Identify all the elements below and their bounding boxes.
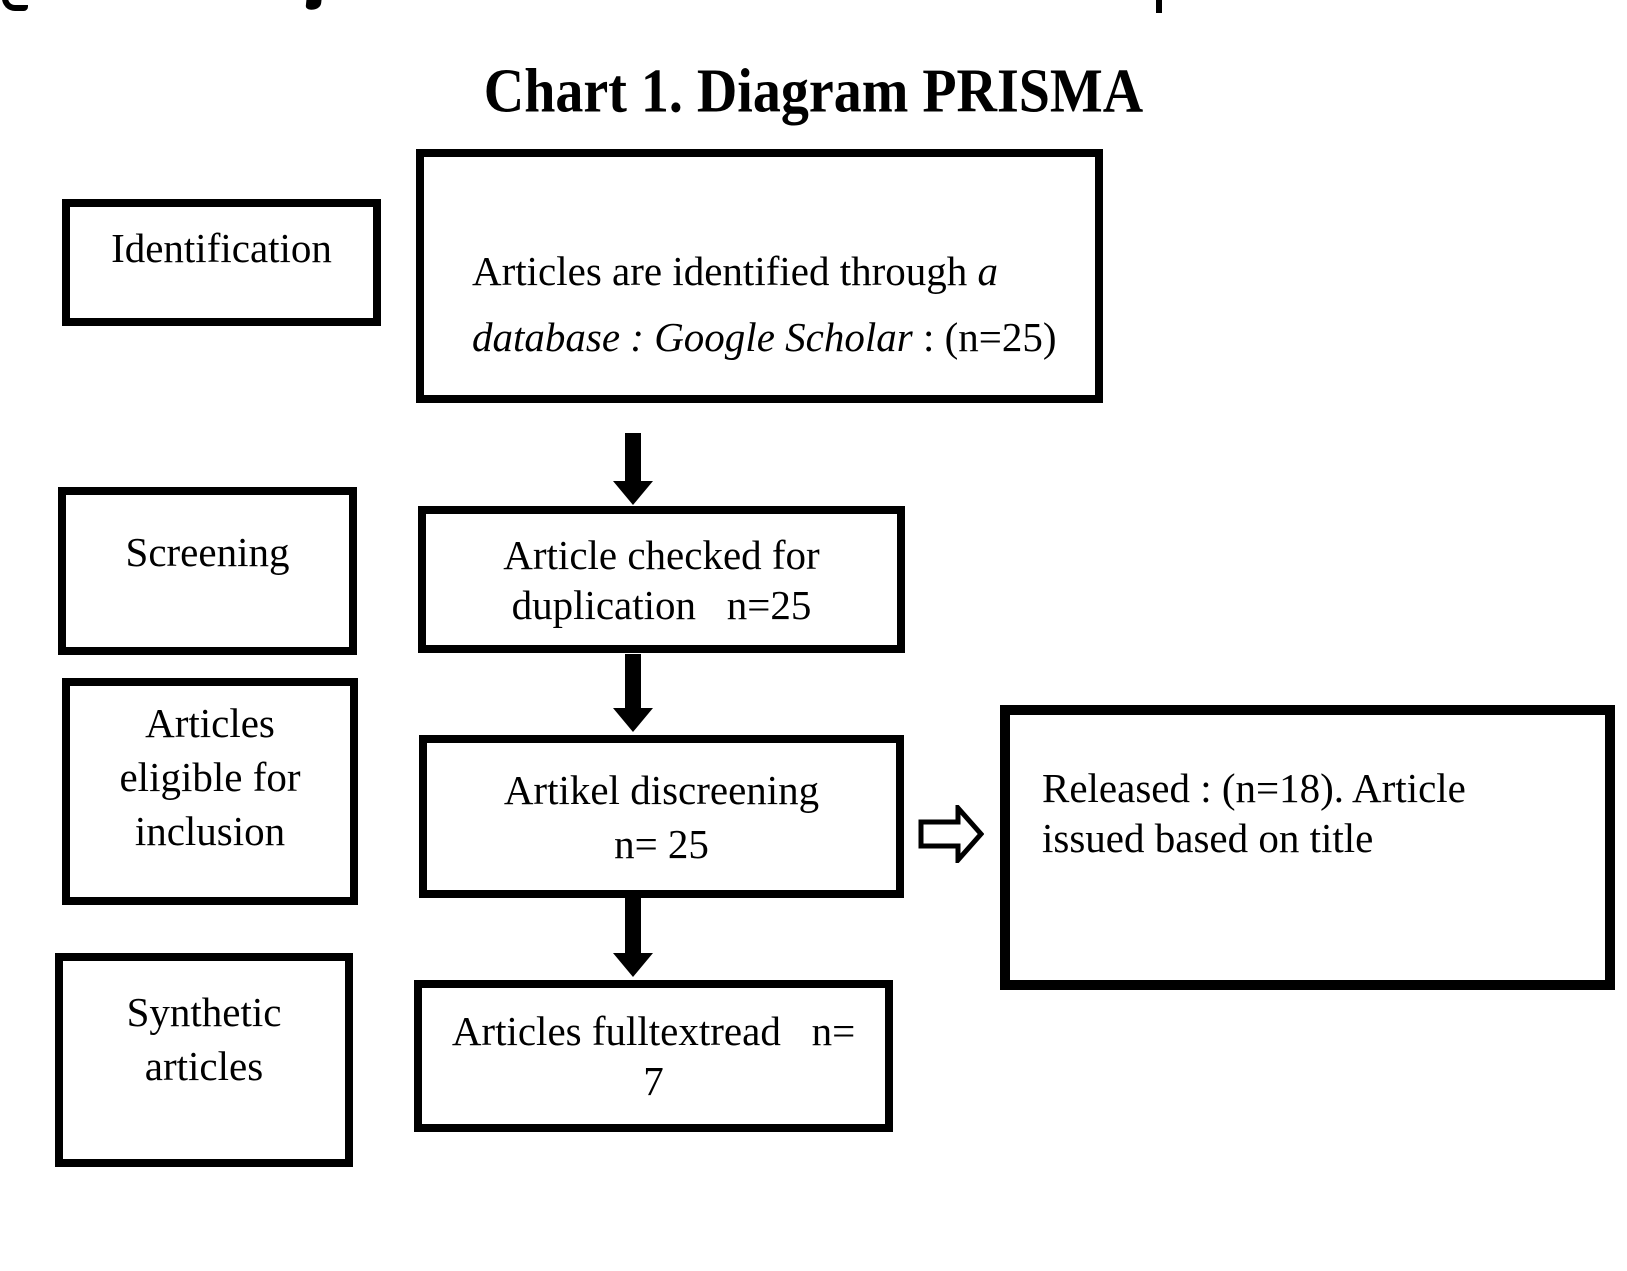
stage-box-synthesis: Synthetic articles [55, 953, 353, 1167]
down-arrow-icon [612, 654, 654, 732]
stage-label: Screening [125, 529, 290, 575]
cropped-text-fragment [1156, 0, 1162, 13]
diagram-title: Chart 1. Diagram PRISMA [483, 56, 1144, 127]
text-regular: Articles are identified through [472, 248, 978, 294]
text-italic: a [977, 248, 999, 294]
flow-box-text-line: Articles are identified through a [472, 239, 1065, 305]
flow-box-article-screening: Artikel discreening n= 25 [419, 735, 904, 898]
cropped-text-fragment [305, 0, 322, 11]
flow-box-text-line: Article checked for [503, 531, 820, 578]
flow-box-text: Released : (n=18). Article issued based … [1042, 765, 1477, 861]
text-regular: : (n=25) [912, 313, 1057, 360]
right-arrow-outline-icon [918, 805, 984, 863]
stage-label: Synthetic articles [126, 989, 292, 1090]
stage-label: Articles eligible for inclusion [119, 700, 311, 855]
flow-box-text-line: 7 [643, 1058, 664, 1104]
cropped-text-fragment [2, 0, 28, 11]
text-italic: database : Google Scholar [472, 313, 913, 360]
flow-box-text-line: Articles fulltextread n= [451, 1008, 856, 1054]
down-arrow-icon [612, 897, 654, 977]
flow-box-fulltext-read: Articles fulltextread n= 7 [414, 980, 893, 1132]
flow-box-articles-identified: Articles are identified through a databa… [416, 149, 1103, 403]
stage-box-eligibility: Articles eligible for inclusion [62, 678, 358, 905]
stage-box-identification: Identification [62, 199, 381, 326]
flow-box-text-line: duplication n=25 [511, 581, 812, 628]
flow-box-released-excluded: Released : (n=18). Article issued based … [1000, 705, 1615, 990]
stage-box-screening: Screening [58, 487, 357, 655]
stage-label: Identification [111, 225, 332, 271]
flow-box-duplication-check: Article checked for duplication n=25 [418, 506, 905, 653]
flow-box-text-line: n= 25 [614, 820, 709, 867]
flow-box-text-line: database : Google Scholar : (n=25) [472, 305, 1065, 371]
flow-box-text-line: Artikel discreening [503, 766, 820, 813]
down-arrow-icon [612, 433, 654, 505]
